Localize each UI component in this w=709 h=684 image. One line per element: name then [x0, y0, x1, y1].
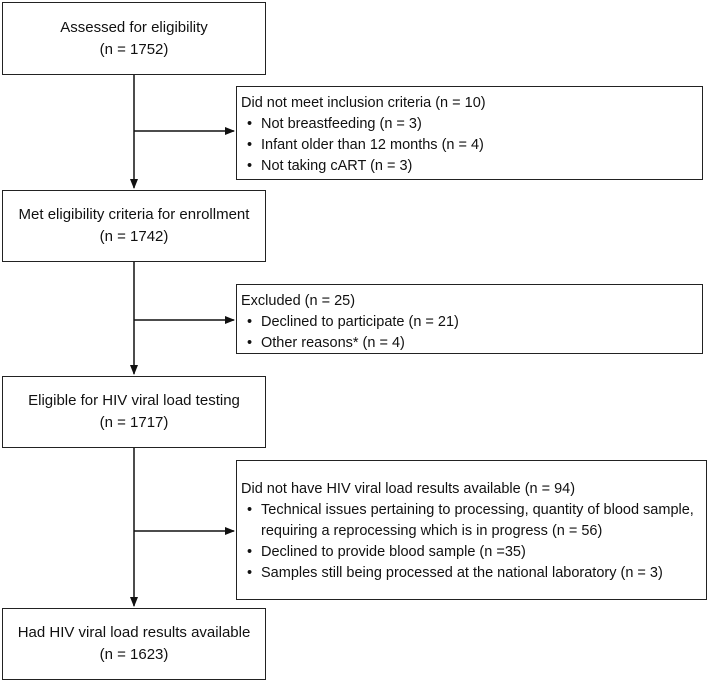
list-item: Not taking cART (n = 3) — [241, 156, 698, 177]
list-item: Infant older than 12 months (n = 4) — [241, 135, 698, 156]
assessed-count: (n = 1752) — [99, 40, 169, 58]
met-criteria-box: Met eligibility criteria for enrollment … — [2, 190, 266, 262]
eligible-testing-count: (n = 1717) — [99, 414, 169, 431]
not-meet-criteria-box: Did not meet inclusion criteria (n = 10)… — [236, 86, 703, 180]
results-available-box: Had HIV viral load results available (n … — [2, 608, 266, 680]
eligible-testing-title: Eligible for HIV viral load testing — [28, 392, 240, 409]
results-available-title: Had HIV viral load results available — [17, 624, 251, 641]
met-criteria-title: Met eligibility criteria for enrollment — [18, 206, 250, 223]
no-results-heading: Did not have HIV viral load results avai… — [241, 481, 576, 497]
not-meet-criteria-list: Not breastfeeding (n = 3) Infant older t… — [241, 114, 698, 177]
list-item: Declined to participate (n = 21) — [241, 312, 698, 333]
excluded-box: Excluded (n = 25) Declined to participat… — [236, 284, 703, 354]
not-meet-criteria-heading: Did not meet inclusion criteria (n = 10) — [241, 95, 486, 111]
list-item: Declined to provide blood sample (n =35) — [241, 542, 702, 563]
eligible-testing-box: Eligible for HIV viral load testing (n =… — [2, 376, 266, 448]
list-item: Samples still being processed at the nat… — [241, 563, 702, 584]
results-available-count: (n = 1623) — [99, 646, 169, 663]
no-results-box: Did not have HIV viral load results avai… — [236, 460, 707, 600]
list-item: Other reasons* (n = 4) — [241, 333, 698, 354]
list-item: Technical issues pertaining to processin… — [241, 500, 702, 542]
excluded-list: Declined to participate (n = 21) Other r… — [241, 312, 698, 354]
list-item: Not breastfeeding (n = 3) — [241, 114, 698, 135]
assessed-title: Assessed for eligibility — [60, 18, 208, 36]
excluded-heading: Excluded (n = 25) — [241, 293, 356, 309]
met-criteria-count: (n = 1742) — [99, 228, 169, 245]
assessed-box: Assessed for eligibility (n = 1752) — [2, 2, 266, 75]
no-results-list: Technical issues pertaining to processin… — [241, 500, 702, 584]
